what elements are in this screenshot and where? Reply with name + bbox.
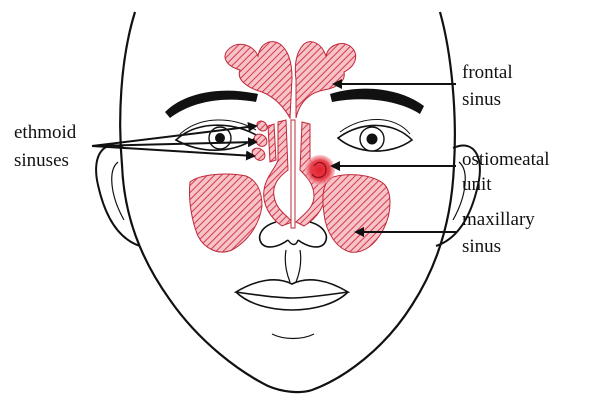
ethmoid-sinus-cell (252, 148, 265, 160)
nasal-septum (291, 120, 295, 228)
ethmoid-sinus-cell (254, 134, 267, 146)
left-eyebrow (165, 91, 258, 118)
nose-outline-right (298, 222, 326, 247)
ostiomeatal-unit-label-line1: ostiomeatal (462, 149, 550, 171)
ethmoid-sinus-cell (257, 121, 267, 131)
frontal-sinus-left (225, 42, 292, 118)
upper-lip (236, 280, 348, 298)
right-pupil (367, 134, 378, 145)
ethmoid-sinuses-label-line2: sinuses (14, 150, 69, 172)
maxillary-sinus-left (189, 174, 262, 252)
chin-line (272, 334, 314, 339)
left-pupil (215, 133, 225, 143)
nose-bridge-lower (288, 240, 298, 245)
ostiomeatal-unit-highlight (305, 155, 335, 185)
frontal-sinus-right (295, 42, 355, 118)
frontal-sinus-label-line1: frontal (462, 62, 513, 84)
maxillary-sinus-right (323, 175, 390, 253)
ostiomeatal-unit-label-line2: unit (462, 174, 492, 196)
ethmoid-sinus-cell (268, 124, 276, 162)
right-eyebrow (330, 89, 424, 114)
frontal-sinus-label-line2: sinus (462, 89, 501, 111)
philtrum (285, 250, 301, 282)
maxillary-sinus-label-line1: maxillary (462, 209, 535, 231)
maxillary-sinus-label-line2: sinus (462, 236, 501, 258)
nasal-cavity-left (264, 120, 292, 226)
ethmoid-sinuses-label-line1: ethmoid (14, 122, 76, 144)
